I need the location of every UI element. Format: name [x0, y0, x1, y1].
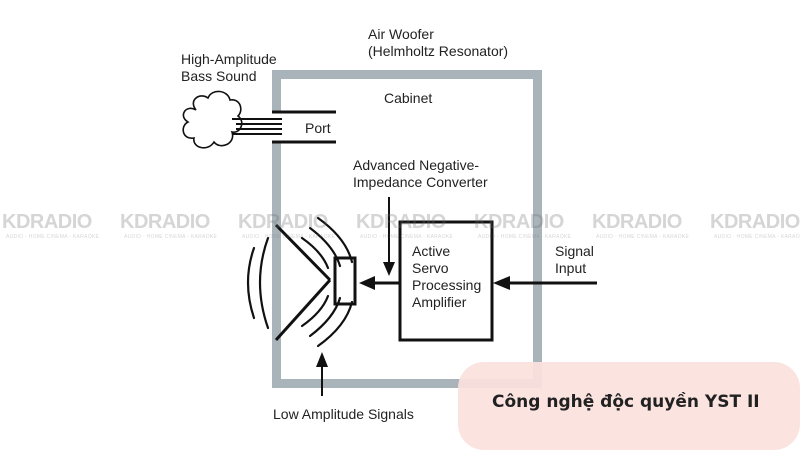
amplifier-box — [398, 220, 494, 342]
converter-label: Advanced Negative- Impedance Converter — [353, 157, 488, 190]
driver-box — [333, 256, 357, 306]
bass-sound-cloud — [182, 90, 243, 149]
arrows — [316, 197, 597, 396]
caption-banner: Công nghệ độc quyền YST II — [458, 362, 800, 450]
caption-text: Công nghệ độc quyền YST II — [492, 392, 760, 412]
air-woofer-label: Air Woofer (Helmholtz Resonator) — [368, 26, 509, 59]
port-tube — [272, 110, 336, 144]
amplifier-label: Active Servo Processing Amplifier — [412, 243, 482, 310]
cabinet-label: Cabinet — [384, 90, 433, 106]
bass-sound-label: High-Amplitude Bass Sound — [181, 51, 277, 84]
speaker-cone — [274, 223, 332, 342]
airflow-lines — [232, 118, 282, 135]
signal-input-label: Signal Input — [555, 243, 594, 276]
low-amplitude-label: Low Amplitude Signals — [273, 406, 414, 422]
cabinet-wall — [272, 70, 542, 388]
sound-waves — [246, 216, 354, 348]
port-label: Port — [305, 120, 331, 136]
